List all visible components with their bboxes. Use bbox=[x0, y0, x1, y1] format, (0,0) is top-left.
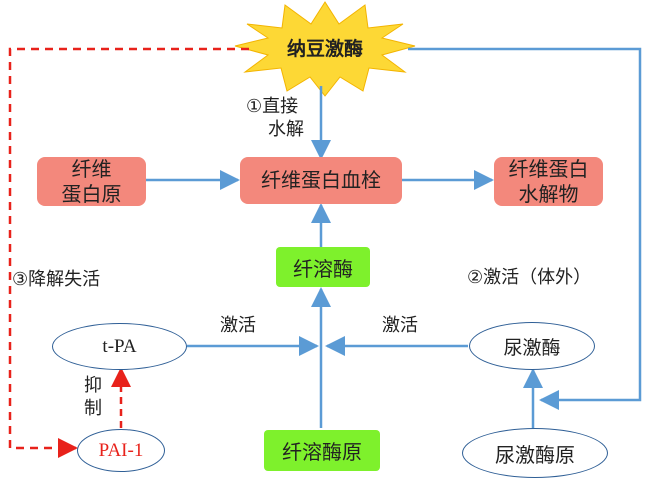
plasmin-node: 纤溶酶 bbox=[276, 247, 370, 287]
tpa-node: t-PA bbox=[52, 323, 187, 370]
fibrinogen-line1: 纤维 bbox=[71, 156, 112, 181]
prourokinase-label: 尿激酶原 bbox=[495, 442, 575, 467]
fibrinogen-node: 纤维 蛋白原 bbox=[37, 157, 146, 206]
direct-hydrolysis-label-line1: ①直接 bbox=[246, 96, 299, 117]
degrade-inactivate-label: ③降解失活 bbox=[12, 269, 101, 290]
fibrinogen-line2: 蛋白原 bbox=[61, 181, 122, 206]
fibrin-degradation-line1: 纤维蛋白 bbox=[508, 156, 589, 181]
arrow-natto-activate-external bbox=[408, 47, 642, 410]
natto-burst-shape bbox=[234, 1, 416, 97]
fibrin-degradation-node: 纤维蛋白 水解物 bbox=[494, 157, 603, 206]
prourokinase-node: 尿激酶原 bbox=[462, 428, 608, 478]
inhibit-label-line1: 抑 bbox=[84, 375, 102, 396]
plasminogen-label: 纤溶酶原 bbox=[282, 440, 362, 464]
activate-right-label: 激活 bbox=[382, 315, 418, 336]
fibrin-thrombus-node: 纤维蛋白血栓 bbox=[240, 157, 402, 204]
activate-left-label: 激活 bbox=[220, 315, 256, 336]
pai1-node: PAI-1 bbox=[77, 429, 165, 472]
inhibit-label-line2: 制 bbox=[84, 398, 102, 419]
tpa-label: t-PA bbox=[102, 335, 137, 357]
fibrin-thrombus-label: 纤维蛋白血栓 bbox=[261, 168, 381, 192]
activate-external-label: ②激活（体外） bbox=[467, 267, 592, 288]
urokinase-label: 尿激酶 bbox=[503, 336, 561, 359]
direct-hydrolysis-label-line2: 水解 bbox=[268, 119, 304, 140]
plasmin-label: 纤溶酶 bbox=[293, 256, 353, 281]
fibrin-degradation-line2: 水解物 bbox=[518, 181, 579, 206]
urokinase-node: 尿激酶 bbox=[469, 322, 595, 370]
pai1-label: PAI-1 bbox=[98, 439, 144, 461]
plasminogen-node: 纤溶酶原 bbox=[264, 430, 380, 471]
natto-kinase-label: 纳豆激酶 bbox=[286, 38, 363, 60]
arrow-natto-degrade-pai1 bbox=[8, 47, 249, 458]
